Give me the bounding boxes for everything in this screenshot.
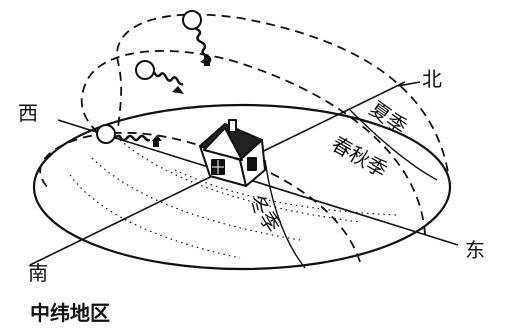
sun-spring-autumn bbox=[135, 60, 184, 94]
horizon-ellipse bbox=[32, 103, 452, 271]
summer-arc bbox=[116, 13, 451, 187]
winter-arc bbox=[39, 131, 361, 263]
spring-autumn-arc bbox=[80, 50, 426, 236]
north-leader bbox=[397, 81, 421, 87]
sun-icon bbox=[135, 60, 155, 80]
season-boundaries bbox=[264, 109, 438, 269]
east-label: 东 bbox=[465, 238, 485, 262]
sun-icon bbox=[96, 124, 116, 144]
sun-icon bbox=[182, 10, 202, 30]
south-label: 南 bbox=[28, 261, 48, 285]
house-icon bbox=[199, 119, 266, 187]
region-caption: 中纬地区 bbox=[30, 301, 110, 325]
summer-label: 夏季 bbox=[365, 96, 412, 139]
winter-label: 冬季 bbox=[244, 190, 286, 237]
ground-dotted-traces bbox=[69, 139, 401, 259]
west-label: 西 bbox=[18, 101, 38, 125]
sun-summer bbox=[182, 10, 212, 66]
north-label: 北 bbox=[422, 67, 442, 91]
sun-winter bbox=[96, 124, 162, 147]
